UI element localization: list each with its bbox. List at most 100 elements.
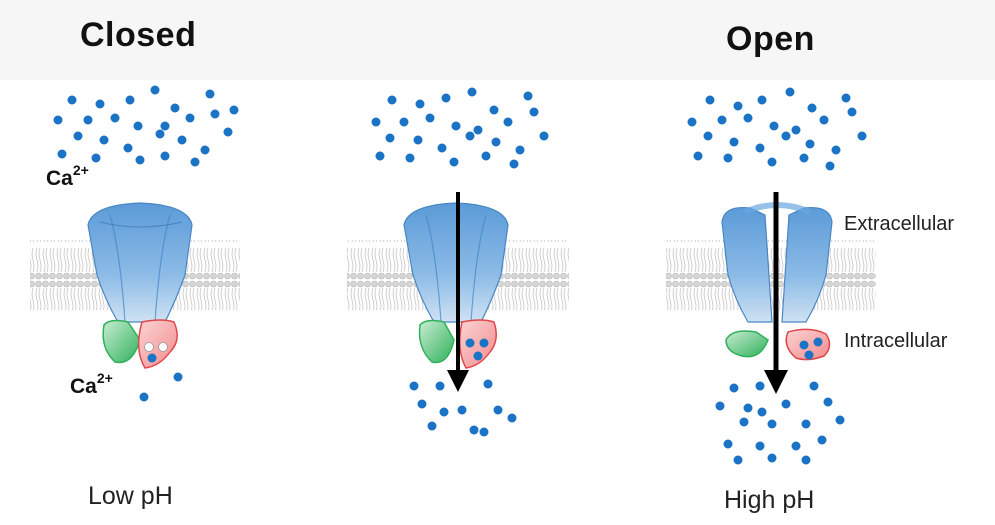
low-ph-label: Low pH xyxy=(88,482,173,510)
calcium-ion xyxy=(705,95,715,105)
calcium-ion xyxy=(133,121,143,131)
calcium-ion xyxy=(200,145,210,155)
calcium-ion xyxy=(399,117,409,127)
calcium-ion xyxy=(819,115,829,125)
calcium-ion xyxy=(469,425,479,435)
calcium-ion xyxy=(150,85,160,95)
calcium-ion xyxy=(91,153,101,163)
ph-sensor-green xyxy=(102,319,141,364)
calcium-ion xyxy=(817,435,827,445)
open-title: Open xyxy=(726,20,815,58)
calcium-ion xyxy=(841,93,851,103)
calcium-ion xyxy=(413,135,423,145)
calcium-ion xyxy=(755,441,765,451)
calcium-ion xyxy=(123,143,133,153)
calcium-ion xyxy=(809,381,819,391)
calcium-ion xyxy=(805,139,815,149)
intracellular-label: Intracellular xyxy=(844,330,948,352)
calcium-ion xyxy=(831,145,841,155)
calcium-ion xyxy=(173,372,183,382)
calcium-ion xyxy=(375,151,385,161)
calcium-ion xyxy=(479,338,489,348)
calcium-ion xyxy=(755,143,765,153)
calcium-ion xyxy=(405,153,415,163)
calcium-ion xyxy=(53,115,63,125)
calcium-ion xyxy=(717,115,727,125)
calcium-ion xyxy=(781,399,791,409)
calcium-ion xyxy=(757,95,767,105)
calcium-ion xyxy=(825,161,835,171)
calcium-ion xyxy=(387,95,397,105)
calcium-ion xyxy=(703,131,713,141)
calcium-ion xyxy=(457,405,467,415)
channel-open xyxy=(721,202,833,361)
calcium-ion xyxy=(155,129,165,139)
calcium-ion xyxy=(799,340,809,350)
calcium-ion xyxy=(190,157,200,167)
calcium-ion xyxy=(733,455,743,465)
calcium-ion xyxy=(807,103,817,113)
calcium-ion xyxy=(769,121,779,131)
calcium-ion xyxy=(170,103,180,113)
empty-binding-site xyxy=(144,342,154,352)
calcium-ion xyxy=(767,157,777,167)
calcium-ion xyxy=(185,113,195,123)
calcium-ion xyxy=(743,113,753,123)
calcium-ion xyxy=(715,401,725,411)
calcium-ion xyxy=(804,350,814,360)
calcium-ion xyxy=(767,453,777,463)
calcium-ion xyxy=(483,379,493,389)
calcium-ion xyxy=(791,125,801,135)
calcium-ion xyxy=(110,113,120,123)
calcium-ion xyxy=(507,413,517,423)
calcium-ion xyxy=(425,113,435,123)
calcium-ion xyxy=(99,135,109,145)
calcium-ion xyxy=(439,407,449,417)
calcium-ion xyxy=(801,455,811,465)
calcium-ion xyxy=(67,95,77,105)
ion-flow-arrowhead xyxy=(764,370,788,394)
calcium-ion xyxy=(729,383,739,393)
calcium-ion xyxy=(503,117,513,127)
calcium-ion xyxy=(755,381,765,391)
calcium-ion xyxy=(785,87,795,97)
calcium-ion xyxy=(739,417,749,427)
calcium-ion xyxy=(473,125,483,135)
calcium-ion xyxy=(147,353,157,363)
calcium-ion xyxy=(223,127,233,137)
calcium-ion xyxy=(757,407,767,417)
calcium-ion xyxy=(743,403,753,413)
high-ph-label: High pH xyxy=(724,486,815,514)
calcium-ion xyxy=(125,95,135,105)
calcium-ion xyxy=(481,151,491,161)
calcium-ion xyxy=(160,151,170,161)
calcium-ion xyxy=(781,131,791,141)
calcium-ion xyxy=(687,117,697,127)
calcium-ion xyxy=(491,137,501,147)
calcium-ion xyxy=(847,107,857,117)
ph-sensor-red xyxy=(459,319,497,369)
calcium-ion xyxy=(493,405,503,415)
calcium-label-bottom: Ca2+ xyxy=(70,370,113,398)
calcium-ion xyxy=(205,89,215,99)
calcium-ion xyxy=(139,392,149,402)
calcium-ion xyxy=(539,131,549,141)
calcium-ion xyxy=(229,105,239,115)
calcium-ion xyxy=(210,109,220,119)
ph-sensor-red xyxy=(137,319,178,369)
calcium-ion xyxy=(733,101,743,111)
calcium-ion xyxy=(73,131,83,141)
calcium-label-top: Ca2+ xyxy=(46,162,89,190)
calcium-ion xyxy=(177,135,187,145)
calcium-ion xyxy=(451,121,461,131)
calcium-ion xyxy=(723,153,733,163)
channel-closed xyxy=(87,202,193,369)
calcium-ion xyxy=(723,439,733,449)
calcium-ion xyxy=(813,337,823,347)
calcium-ion xyxy=(441,93,451,103)
calcium-ion xyxy=(465,338,475,348)
ion-flow-arrowhead xyxy=(447,370,469,392)
calcium-ion xyxy=(857,131,867,141)
empty-binding-site xyxy=(158,342,168,352)
